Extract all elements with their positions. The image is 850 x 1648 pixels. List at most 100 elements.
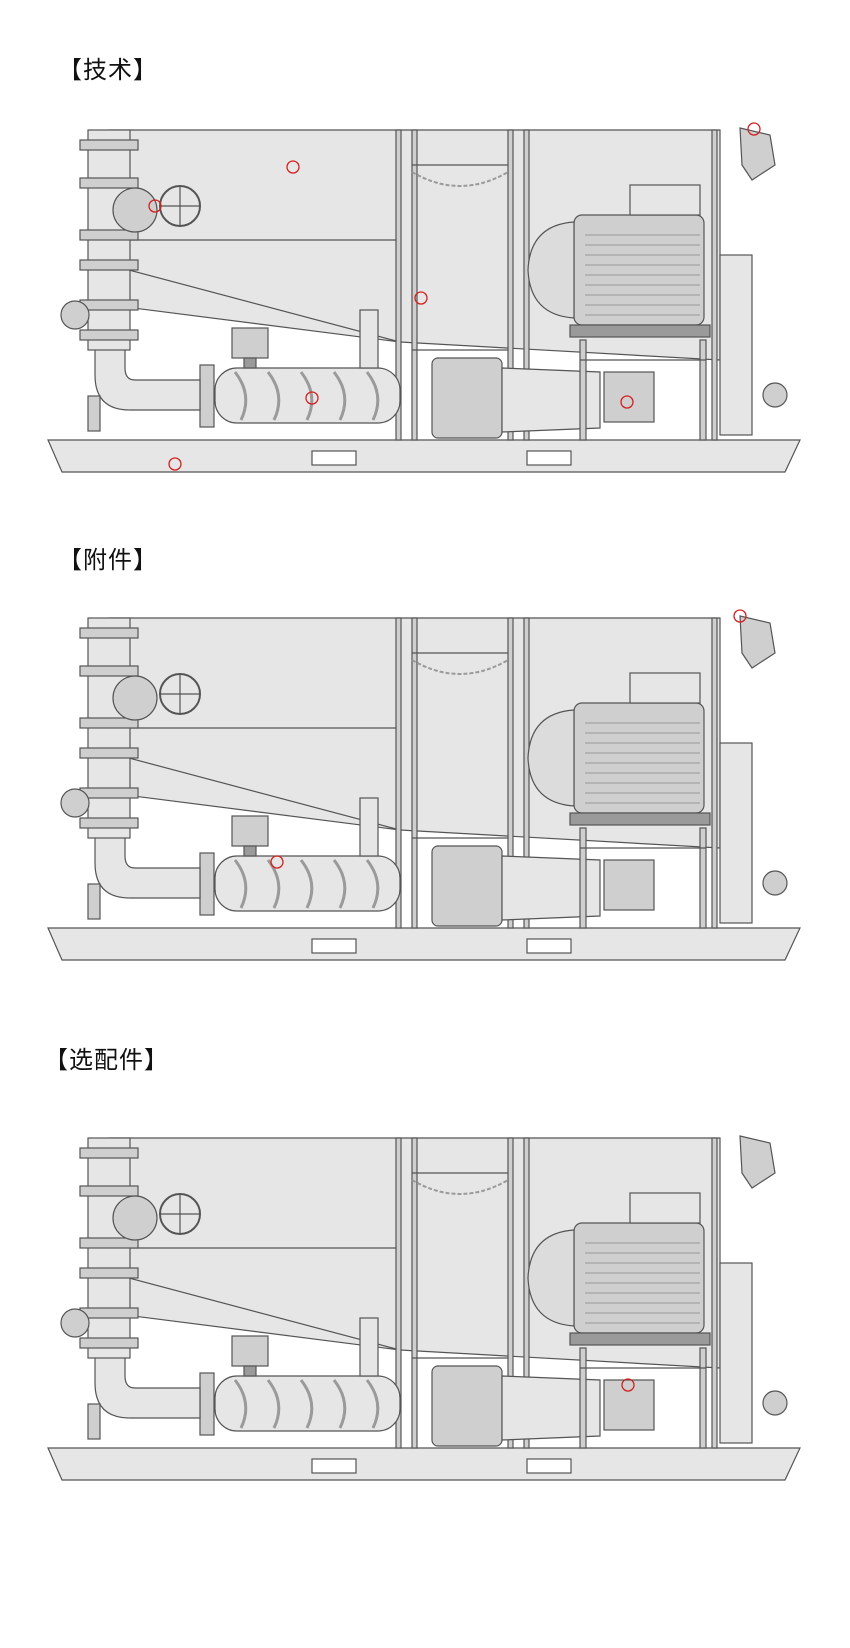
diagram-optional-parts xyxy=(0,1118,850,1538)
screw-flight xyxy=(332,859,347,909)
motor-fan-cover xyxy=(527,709,575,807)
hotspot-group xyxy=(148,122,761,471)
motor-leg xyxy=(579,827,587,929)
hotspot-marker-icon[interactable] xyxy=(620,395,634,409)
section-title-optional-parts: 【选配件】 xyxy=(44,1046,169,1074)
terminal-box xyxy=(629,184,701,216)
hopper-slope xyxy=(109,264,401,343)
base-cutout xyxy=(526,938,572,954)
frame-post xyxy=(395,1137,402,1449)
hotspot-marker-icon[interactable] xyxy=(286,160,300,174)
top-bracket xyxy=(739,1135,776,1189)
frame-post xyxy=(523,129,530,441)
screw-barrel xyxy=(214,855,401,912)
valve-bonnet xyxy=(112,675,158,721)
valve-flange xyxy=(79,1307,139,1319)
screw-flight xyxy=(299,859,314,909)
valve-flange xyxy=(79,1147,139,1159)
hotspot-marker-icon[interactable] xyxy=(621,1378,635,1392)
frame-post xyxy=(507,129,514,441)
bearing-housing xyxy=(431,357,503,439)
diagram-accessories xyxy=(0,598,850,1018)
coupling xyxy=(603,859,655,911)
valve-flange xyxy=(79,665,139,677)
drive-shaft-cover xyxy=(501,1375,601,1441)
motor-body xyxy=(573,702,705,814)
section-title-accessories: 【附件】 xyxy=(58,546,158,574)
chain xyxy=(411,171,509,187)
sample-valve xyxy=(231,327,269,359)
valve-flange xyxy=(79,229,139,241)
side-flange xyxy=(60,1308,90,1338)
hotspot-marker-icon[interactable] xyxy=(305,391,319,405)
hotspot-marker-icon[interactable] xyxy=(733,609,747,623)
sample-valve-stem xyxy=(243,1365,257,1377)
frame-post xyxy=(523,1137,530,1449)
hopper-slope xyxy=(109,1272,401,1351)
frame-post xyxy=(711,617,718,929)
screw-barrel xyxy=(214,1375,401,1432)
frame-post xyxy=(395,617,402,929)
motor-fan-cover xyxy=(527,1229,575,1327)
pump-unit-drawing xyxy=(47,122,801,473)
frame-post xyxy=(711,129,718,441)
screw-flight xyxy=(233,1379,248,1429)
chain xyxy=(411,1179,509,1195)
support-column xyxy=(359,1317,379,1377)
bearing-housing xyxy=(431,845,503,927)
inlet-stub xyxy=(87,1403,101,1440)
base-cutout xyxy=(311,450,357,466)
frame-post xyxy=(411,129,418,441)
hotspot-group xyxy=(270,609,747,869)
barrel-flange xyxy=(199,1372,215,1436)
sample-valve xyxy=(231,1335,269,1367)
screw-flight xyxy=(299,371,314,421)
hopper-slope xyxy=(109,752,401,831)
base-cutout xyxy=(311,938,357,954)
valve-flange xyxy=(79,787,139,799)
barrel-flange xyxy=(199,852,215,916)
hotspot-marker-icon[interactable] xyxy=(168,457,182,471)
screw-flight xyxy=(233,371,248,421)
valve-flange xyxy=(79,139,139,151)
bearing-housing xyxy=(431,1365,503,1447)
side-flange xyxy=(60,788,90,818)
sample-valve-stem xyxy=(243,357,257,369)
frame-post xyxy=(395,129,402,441)
side-panel xyxy=(719,254,753,436)
terminal-box xyxy=(629,672,701,704)
base-frame xyxy=(47,927,801,961)
hotspot-marker-icon[interactable] xyxy=(414,291,428,305)
hotspot-marker-icon[interactable] xyxy=(747,122,761,136)
screw-flight xyxy=(233,859,248,909)
side-panel xyxy=(719,742,753,924)
hotspot-group xyxy=(621,1378,635,1392)
hotspot-marker-icon[interactable] xyxy=(148,199,162,213)
valve-flange xyxy=(79,177,139,189)
motor-leg xyxy=(699,1347,707,1449)
screw-flight xyxy=(365,859,380,909)
screw-flight xyxy=(266,1379,281,1429)
drive-shaft-cover xyxy=(501,367,601,433)
base-frame xyxy=(47,439,801,473)
screw-flight xyxy=(332,1379,347,1429)
motor-mount xyxy=(569,812,711,826)
screw-barrel xyxy=(214,367,401,424)
hotspot-marker-icon[interactable] xyxy=(270,855,284,869)
inlet-elbow xyxy=(94,827,201,899)
motor-fan-cover xyxy=(527,221,575,319)
motor-mount xyxy=(569,1332,711,1346)
pump-unit-drawing xyxy=(47,1135,801,1481)
diagram-technical xyxy=(0,110,850,530)
valve-flange xyxy=(79,747,139,759)
valve-flange xyxy=(79,1185,139,1197)
frame-post xyxy=(711,1137,718,1449)
frame-post xyxy=(507,617,514,929)
chain xyxy=(411,659,509,675)
valve-flange xyxy=(79,717,139,729)
frame-post xyxy=(411,1137,418,1449)
screw-flight xyxy=(299,1379,314,1429)
top-bracket xyxy=(739,127,776,181)
inlet-stub xyxy=(87,883,101,920)
side-panel xyxy=(719,1262,753,1444)
